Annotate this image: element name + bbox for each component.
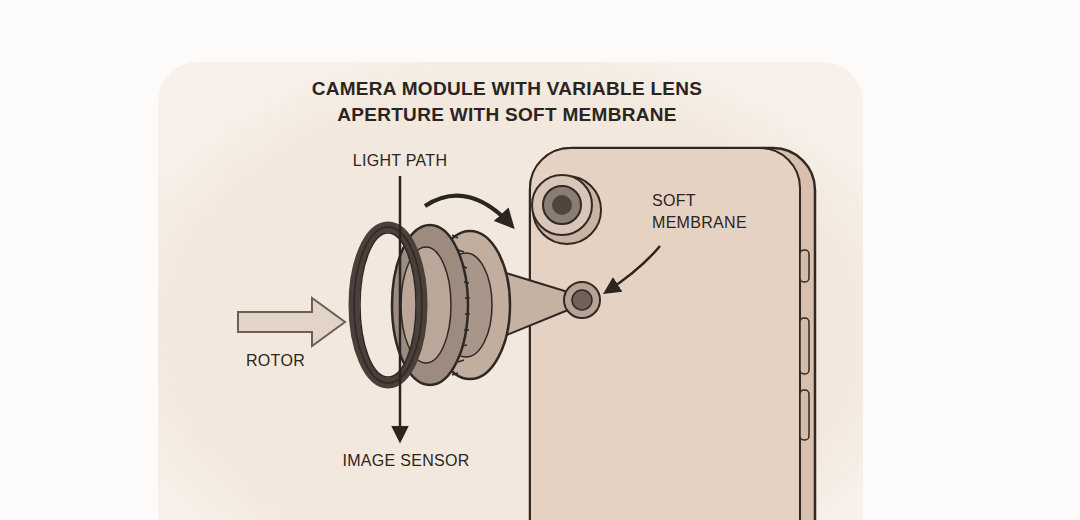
phone (530, 148, 815, 520)
soft-membrane (564, 282, 600, 318)
part-label: SOFT MEMBRANE (652, 190, 772, 233)
part-label: ROTOR (246, 350, 306, 372)
part-label: IMAGE SENSOR (336, 450, 476, 472)
rotor-assembly (354, 225, 510, 385)
part-label: LIGHT PATH (352, 150, 448, 172)
membrane-leader (606, 246, 660, 292)
diagram-title: CAMERA MODULE WITH VARIABLE LENS APERTUR… (262, 76, 752, 127)
light-path-line (399, 176, 402, 440)
camera-lens (532, 175, 601, 244)
rotation-arrow (425, 196, 512, 226)
rotor-arrow (238, 298, 345, 346)
